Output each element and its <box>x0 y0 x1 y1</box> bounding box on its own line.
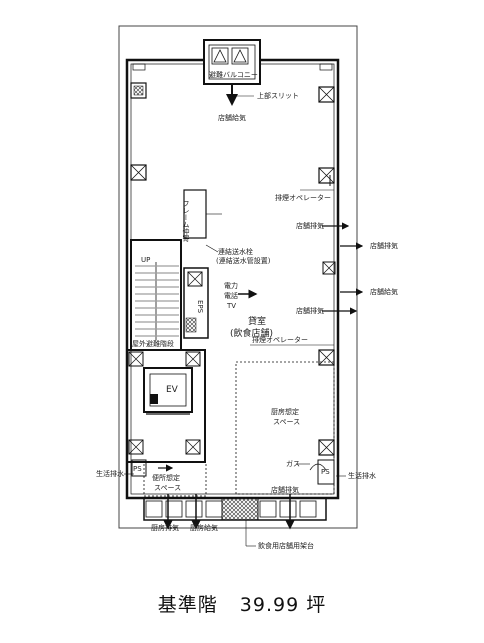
floor-name: 基準階 <box>157 594 218 616</box>
column-mid-right <box>318 167 335 184</box>
phone-label: 電話 <box>224 291 238 300</box>
exhaust-operator-2-label: 排煙オペレーター <box>252 335 308 344</box>
store-supply-top-label: 店舗給気 <box>218 113 246 122</box>
toilet-label: 便所想定 <box>152 473 180 482</box>
elevator-label: EV <box>166 385 179 395</box>
frame-sleeve-label: フレーム仲寄 <box>182 200 190 243</box>
balcony-inner <box>208 44 256 80</box>
ps-left <box>131 459 147 477</box>
toilet-sub-label: スペース <box>154 484 181 492</box>
store-exhaust-1-label: 店舗排気 <box>296 221 324 230</box>
ps-right-label: PS <box>321 468 330 476</box>
eps-label: EPS <box>196 300 204 314</box>
duct-rack-label: 飲食用店舗用架台 <box>258 541 314 550</box>
inner-wall-line <box>130 63 335 495</box>
hydrant-sub-label: (連結送水管設置) <box>216 256 271 265</box>
kitchen-exhaust-bottom-label: 厨房排気 <box>151 523 179 532</box>
balcony-hatch-right <box>231 47 249 65</box>
eps-shaft <box>183 267 209 339</box>
store-exhaust-bottom-label: 店舗排気 <box>271 485 299 494</box>
balcony-label: 避難バルコニー <box>209 70 258 79</box>
stair-up-label: UP <box>141 256 150 264</box>
store-supply-right-label: 店舗給気 <box>370 287 398 296</box>
column-bottom-right <box>318 439 335 456</box>
column-lower-right <box>318 349 335 366</box>
column-top-right <box>318 86 335 103</box>
column-mid-left <box>130 164 147 181</box>
drain-right-label: 生活排水 <box>348 471 376 480</box>
column-core-bl <box>128 439 144 455</box>
duct-rack-hatch <box>221 497 259 521</box>
column-core-tr <box>185 351 201 367</box>
hydrant-label: 連結送水栓 <box>218 247 253 256</box>
kitchen-sub-label: スペース <box>273 418 300 426</box>
column-core-tl <box>128 351 144 367</box>
floor-caption: 基準階 39.99 坪 <box>0 590 484 617</box>
ps-right <box>317 459 335 485</box>
external-stair-label: 屋外避難階段 <box>132 339 174 348</box>
store-exhaust-right-label: 店舗排気 <box>370 241 398 250</box>
gas-label: ガス <box>286 459 300 468</box>
bottom-duct-cells <box>145 500 317 518</box>
column-right-small <box>322 261 336 275</box>
ps-left-label: PS <box>133 465 142 473</box>
column-top-left <box>130 82 147 99</box>
upper-slit-label: 上部スリット <box>257 91 299 100</box>
stair-treads <box>135 265 179 337</box>
drain-left-label: 生活排水 <box>96 469 124 478</box>
balcony-hatch-left <box>211 47 229 65</box>
store-exhaust-2-label: 店舗排気 <box>296 306 324 315</box>
kitchen-supply-bottom-label: 厨房給気 <box>190 523 218 532</box>
column-core-br <box>185 439 201 455</box>
tenant-label: 貸室 <box>248 315 266 327</box>
tv-label: TV <box>226 302 236 310</box>
floor-area: 39.99 坪 <box>239 594 327 616</box>
power-label: 電力 <box>224 281 238 290</box>
elevator-shaft <box>143 367 193 413</box>
site-boundary <box>118 25 358 529</box>
outer-wall <box>125 58 340 500</box>
kitchen-space <box>235 361 335 495</box>
exhaust-operator-1-label: 排煙オペレーター <box>275 193 331 202</box>
kitchen-label: 厨房想定 <box>271 407 299 416</box>
tenant-sub-label: (飲食店舗) <box>230 327 273 339</box>
